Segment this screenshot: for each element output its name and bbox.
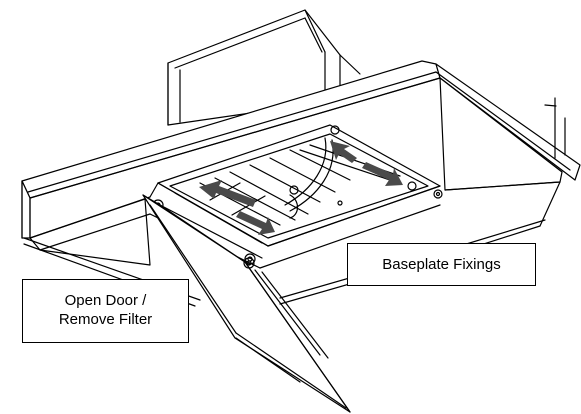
arrow-right — [362, 162, 403, 186]
arrow-top — [330, 141, 357, 163]
baseplate-fixings-callout: Baseplate Fixings — [347, 243, 536, 286]
open-door-label: Open Door / — [64, 292, 147, 309]
chimney-duct — [167, 9, 361, 126]
baseplate-fixings-label: Baseplate Fixings — [382, 256, 501, 273]
remove-filter-label: Remove Filter — [58, 311, 153, 328]
arrow-left — [199, 180, 256, 207]
filter-door-panel — [142, 194, 351, 413]
baseplate-fixing-arrows — [199, 141, 403, 235]
open-door-remove-filter-callout: Open Door / Remove Filter — [22, 279, 189, 343]
canopy-shell — [21, 60, 581, 307]
arrow-bottom — [236, 211, 275, 235]
